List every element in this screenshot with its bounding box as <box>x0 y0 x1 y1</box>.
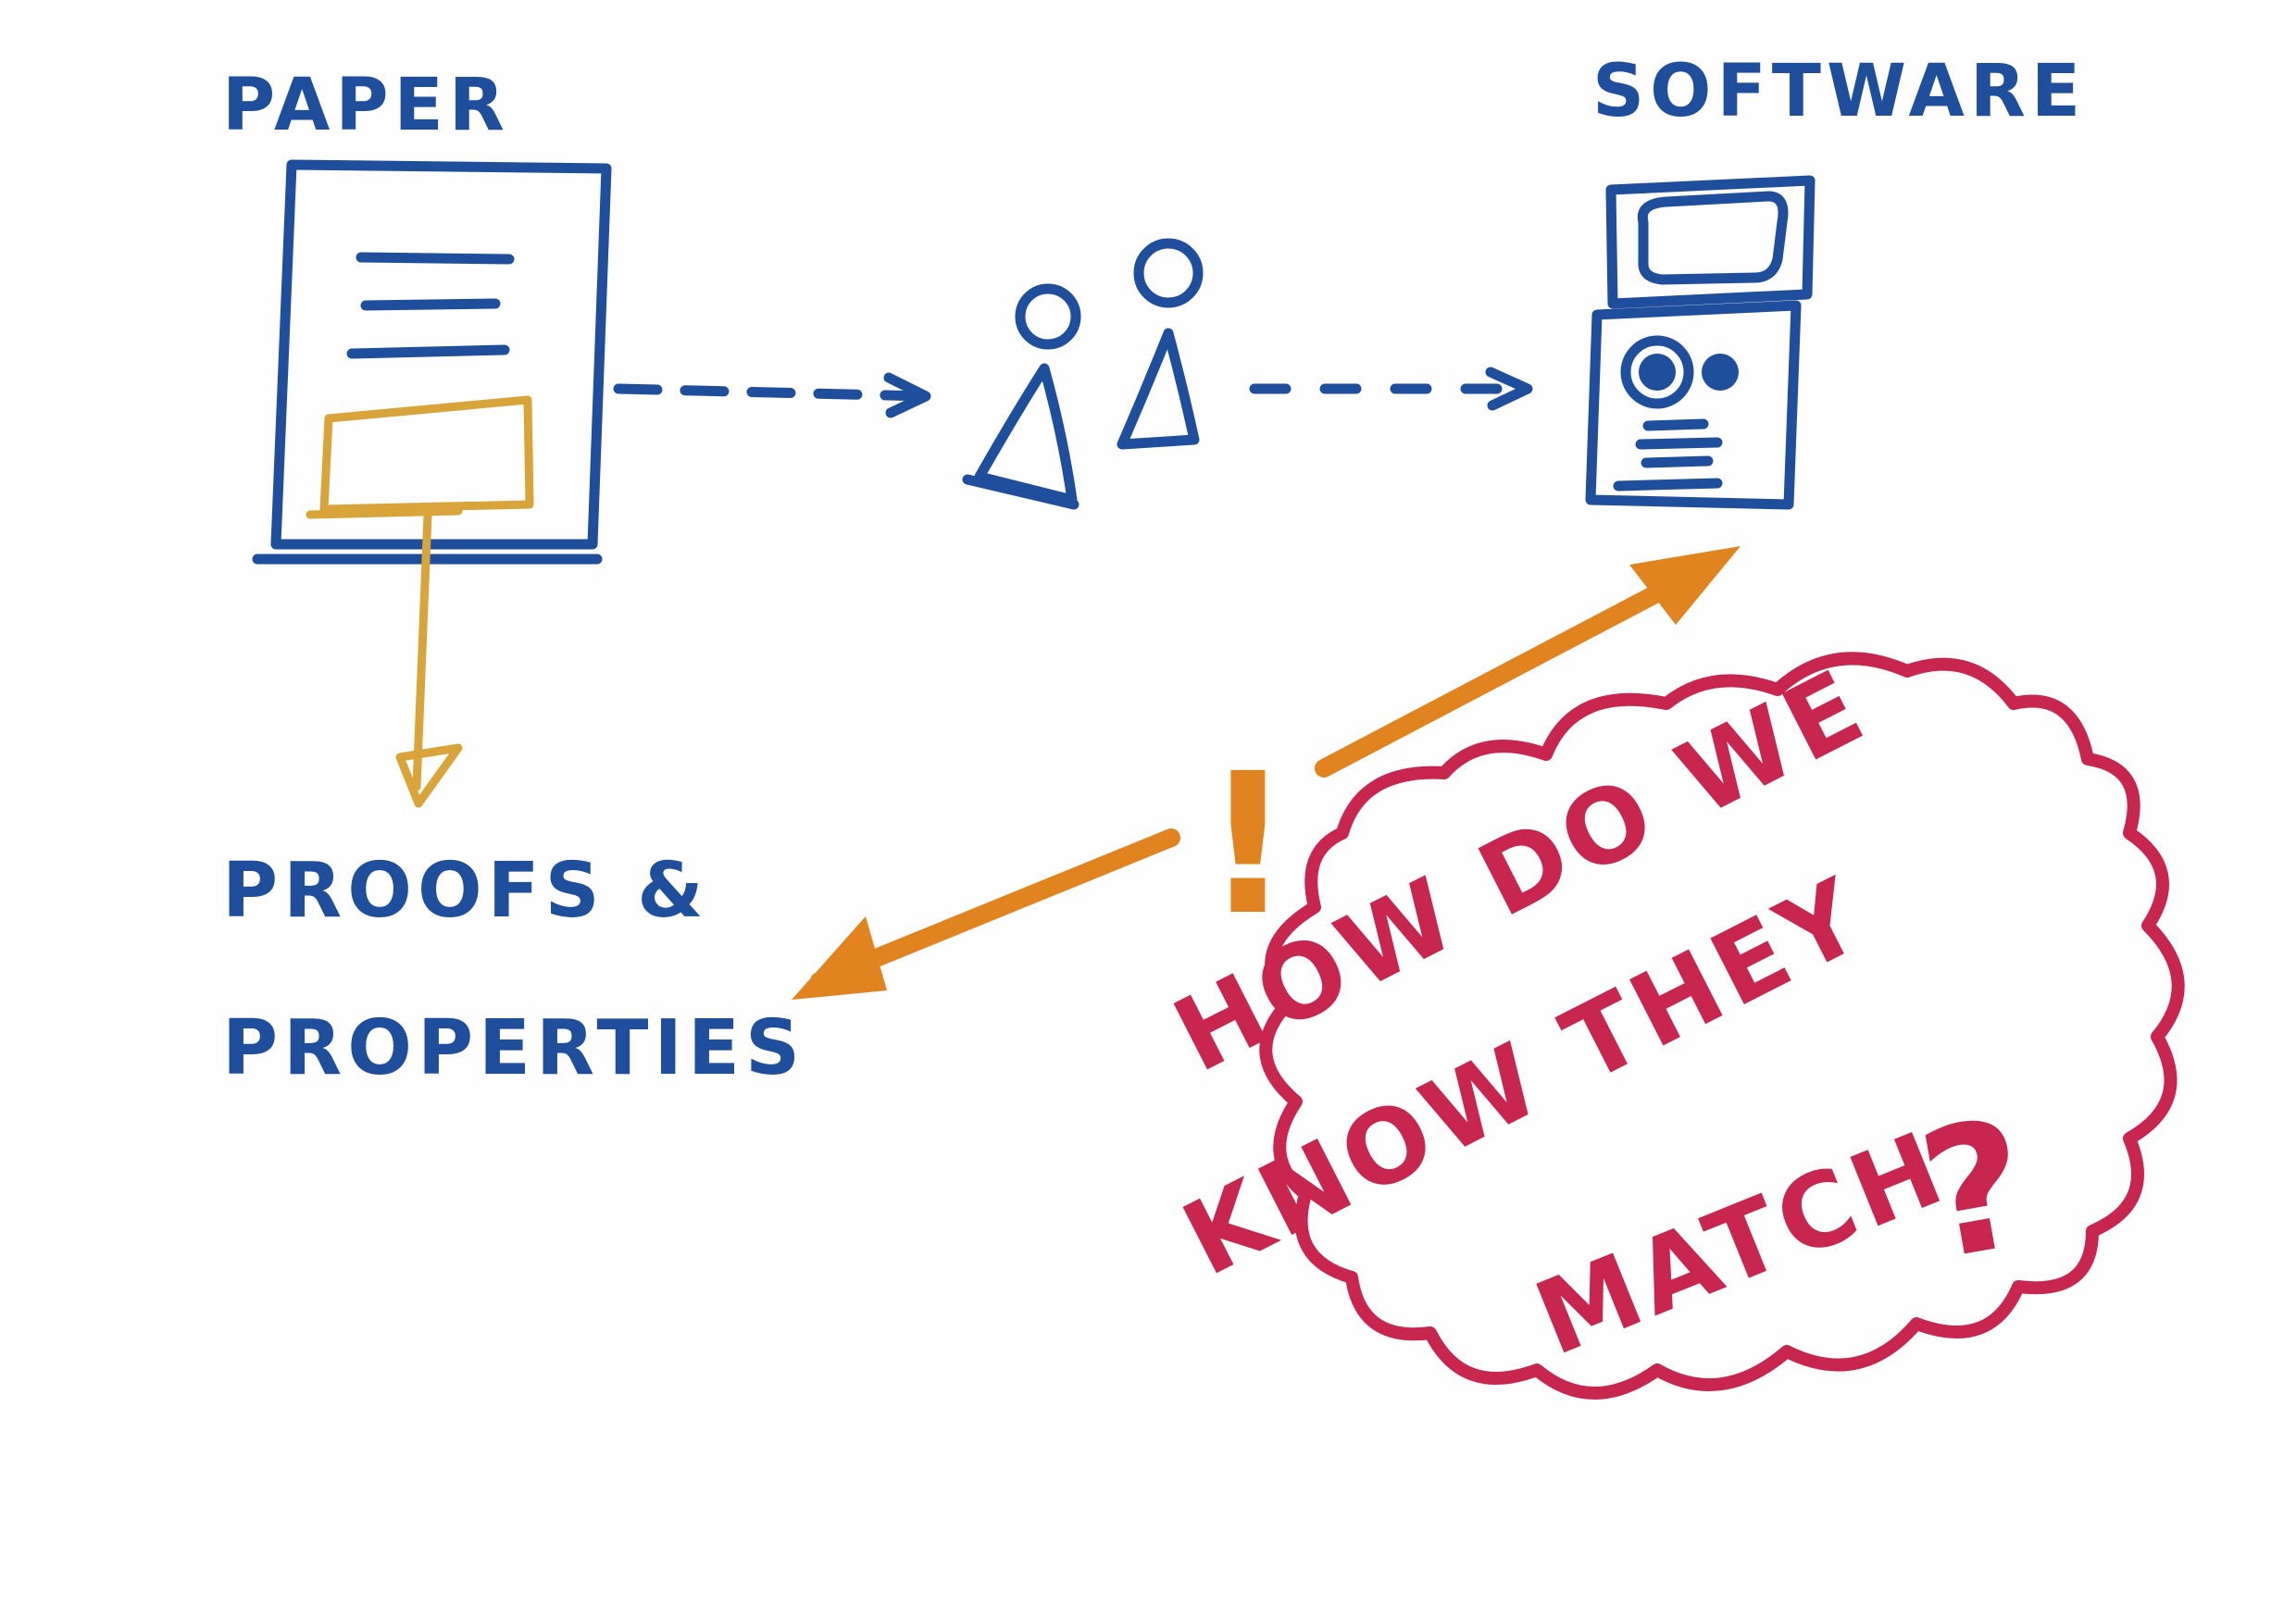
proofs-label: PROOFS & <box>222 847 709 935</box>
mismatch-arrows <box>792 546 1741 1000</box>
question-mark: ? <box>1906 1079 2048 1300</box>
properties-label: PROPERTIES <box>222 1004 805 1092</box>
people-to-software-arrow <box>1249 367 1533 411</box>
paper-to-proofs-arrow <box>395 510 463 808</box>
software-label: SOFTWARE <box>1592 50 2086 133</box>
paper-label: PAPER <box>222 64 510 147</box>
paper-to-people-arrow <box>613 372 931 418</box>
paper-document-icon <box>252 159 612 565</box>
thought-cloud <box>1259 652 2185 1400</box>
exclamation-mark: ! <box>1204 731 1298 958</box>
people-icon <box>962 238 1204 510</box>
software-device-icon <box>1585 175 1816 510</box>
